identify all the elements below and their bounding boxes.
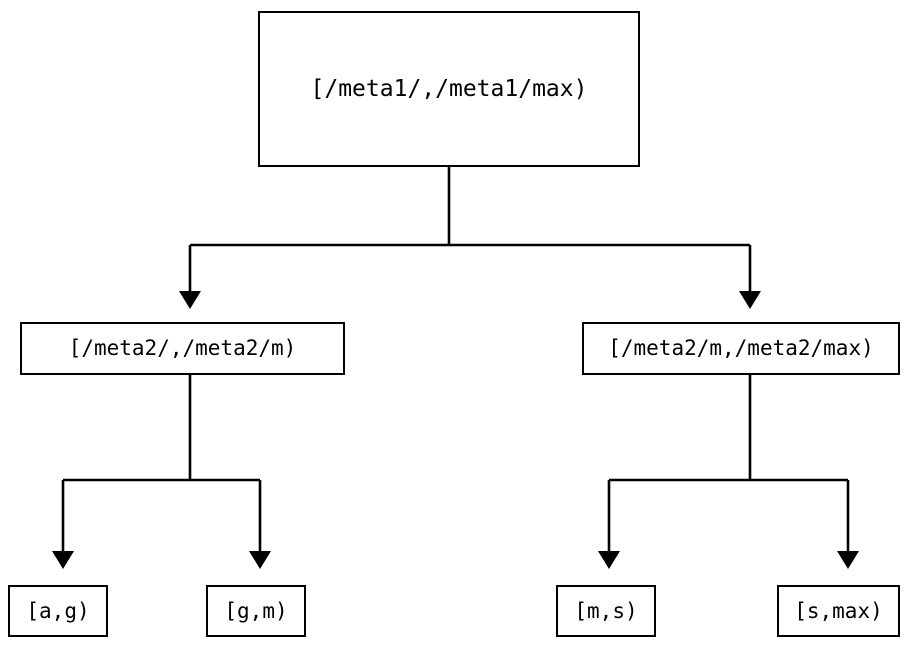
node-leaf-s-max[interactable]: [s,max) [777,585,900,637]
arrowhead-icon-to-mid-left [179,291,201,309]
node-root-label: [/meta1/,/meta1/max) [310,75,588,102]
node-leaf-g-m[interactable]: [g,m) [206,585,306,637]
node-meta2-upper[interactable]: [/meta2/m,/meta2/max) [582,322,900,375]
node-root[interactable]: [/meta1/,/meta1/max) [258,11,640,167]
node-leaf-m-s-label: [m,s) [574,598,638,623]
arrowhead-icon-to-leaf-gm [249,551,271,569]
node-meta2-upper-label: [/meta2/m,/meta2/max) [608,336,874,360]
node-leaf-a-g[interactable]: [a,g) [8,585,108,637]
node-meta2-lower[interactable]: [/meta2/,/meta2/m) [20,322,345,375]
arrowhead-icon-to-leaf-smax [837,551,859,569]
arrowhead-icon-to-leaf-ms [598,551,620,569]
node-leaf-m-s[interactable]: [m,s) [556,585,656,637]
node-leaf-a-g-label: [a,g) [26,598,90,623]
node-leaf-g-m-label: [g,m) [224,598,288,623]
node-meta2-lower-label: [/meta2/,/meta2/m) [68,336,297,360]
arrowhead-icon-to-leaf-ag [52,551,74,569]
node-leaf-s-max-label: [s,max) [794,598,883,623]
arrowhead-icon-to-mid-right [739,291,761,309]
